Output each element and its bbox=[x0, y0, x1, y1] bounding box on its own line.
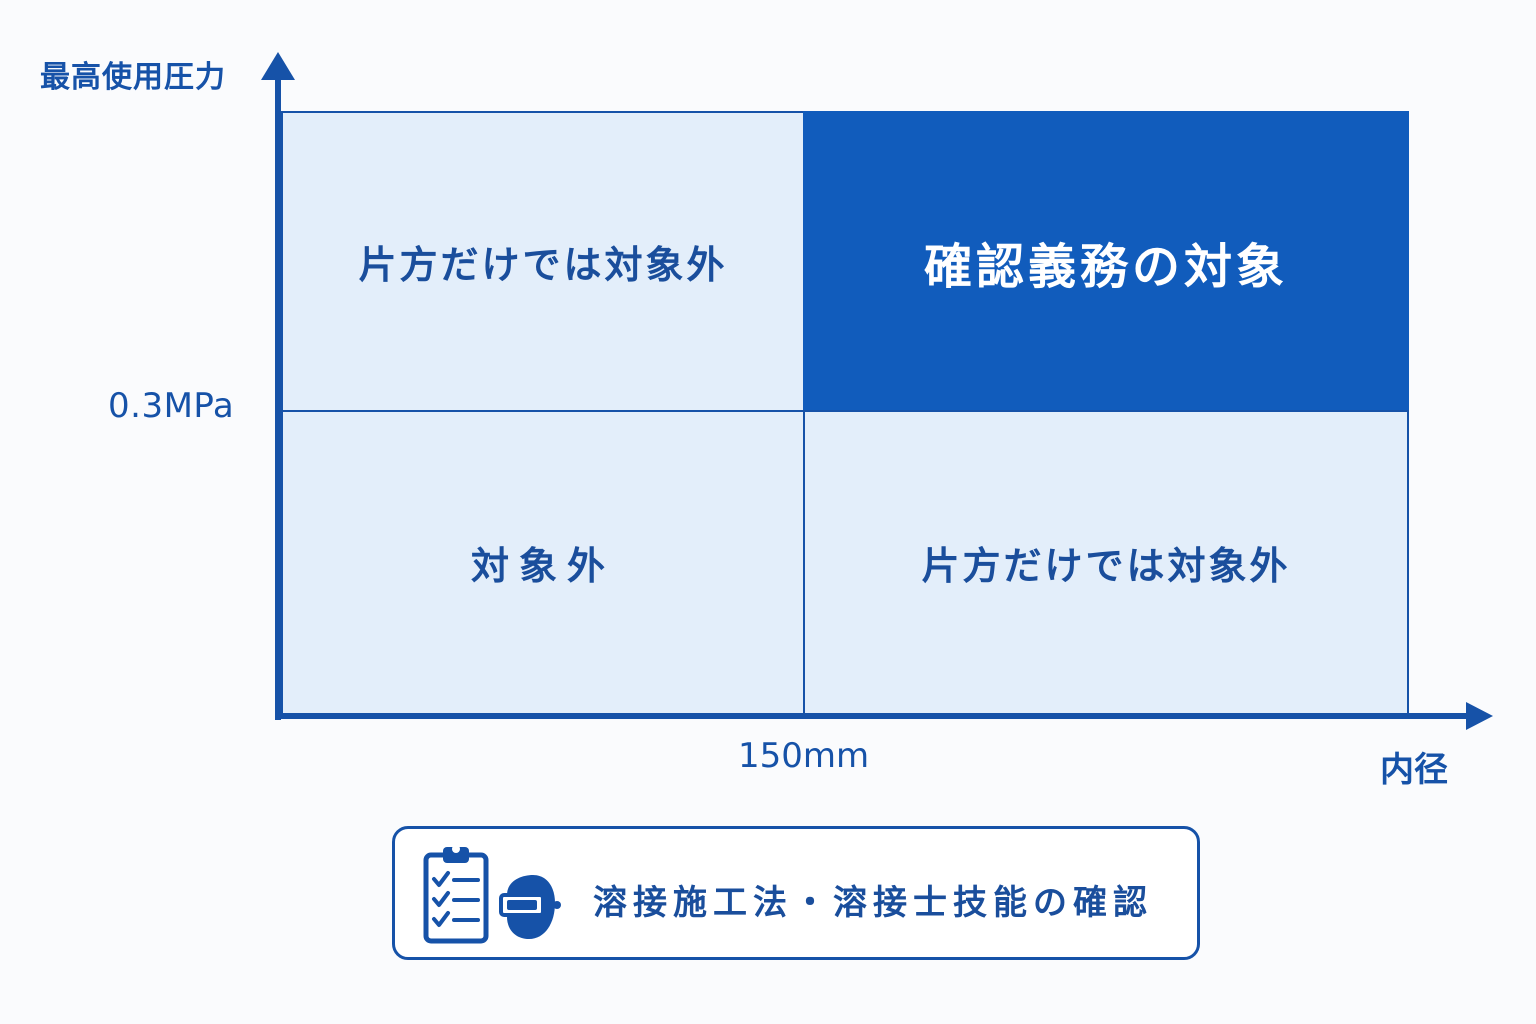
x-threshold-label: 150mm bbox=[738, 736, 870, 776]
y-axis-label: 最高使用圧力 bbox=[40, 60, 226, 95]
y-axis-arrow-icon bbox=[261, 52, 295, 80]
y-threshold-label: 0.3MPa bbox=[108, 386, 235, 426]
welding-mask-icon bbox=[499, 873, 561, 947]
quadrant-bottom-left: 対象外 bbox=[281, 410, 805, 715]
quadrant-bottom-left-label: 対象外 bbox=[470, 544, 615, 588]
requirement-text: 溶接施工法・溶接士技能の確認 bbox=[593, 883, 1153, 923]
y-axis-line bbox=[275, 76, 281, 720]
quadrant-top-right: 確認義務の対象 bbox=[803, 111, 1409, 412]
requirement-box: 溶接施工法・溶接士技能の確認 bbox=[392, 826, 1200, 960]
x-axis-line bbox=[275, 713, 1471, 719]
quadrant-bottom-right-label: 片方だけでは対象外 bbox=[921, 544, 1291, 588]
quadrant-top-left-label: 片方だけでは対象外 bbox=[358, 243, 728, 287]
quadrant-top-right-label: 確認義務の対象 bbox=[923, 238, 1288, 295]
quadrant-top-left: 片方だけでは対象外 bbox=[281, 111, 805, 412]
x-axis-arrow-icon bbox=[1466, 702, 1493, 730]
x-axis-label: 内径 bbox=[1380, 750, 1448, 790]
checklist-icon bbox=[421, 841, 491, 949]
quadrant-bottom-right: 片方だけでは対象外 bbox=[803, 410, 1409, 715]
